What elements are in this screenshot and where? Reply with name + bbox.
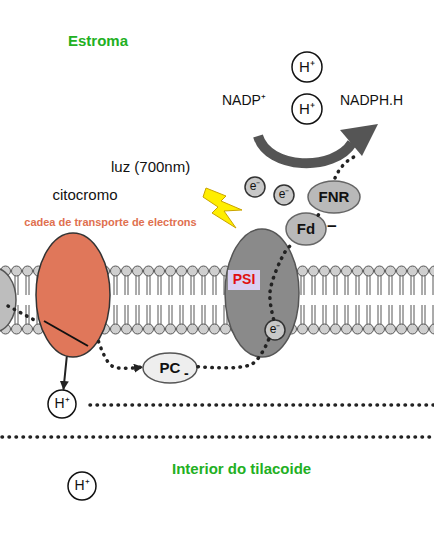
electron-circle: e⁻ (244, 176, 266, 198)
electron-circle: e⁻ (273, 184, 295, 206)
proton-circle: H⁺ (67, 471, 97, 501)
fnr-enzyme: FNR (307, 180, 361, 214)
partial-complex (0, 268, 16, 332)
electron-flow-connector (318, 212, 321, 215)
node-title: H⁺ (67, 471, 97, 501)
node-ellipse (68, 472, 96, 500)
node-ellipse (308, 181, 360, 213)
node-subtitle: cadea de transporte de electrons (3, 216, 218, 229)
node-outline (224, 228, 300, 358)
electron-flow-connector (99, 342, 142, 369)
lumen-label: Interior do tilacoide (172, 461, 311, 478)
node-title: H⁺ (291, 93, 323, 125)
electron-flow-connector (270, 243, 294, 319)
node-ellipse (274, 185, 294, 205)
cytochrome-internal-line (44, 321, 88, 346)
node-ellipse (286, 213, 326, 245)
node-title: H⁺ (291, 51, 323, 83)
plastocyanin: PC (142, 352, 198, 384)
lightning-bolt (203, 188, 242, 228)
photosystem-one: PSI e⁻ (224, 228, 300, 358)
ferredoxin: Fd (285, 212, 327, 246)
electron-dotted-line (335, 156, 356, 178)
reduction-arrow-arc (258, 136, 352, 163)
node-title: PSI (228, 270, 260, 290)
node-ellipse (292, 52, 322, 82)
cytochrome-complex: citocromocadea de transporte de electron… (35, 232, 111, 358)
reactant-label: NADP⁺ (222, 93, 266, 108)
node-title: e⁻ (273, 184, 295, 206)
electron-flow-connector (198, 339, 269, 368)
node-ellipse (36, 233, 110, 357)
electron-dotted-line (8, 306, 38, 322)
edge-group (64, 212, 321, 389)
node-ellipse (245, 177, 265, 197)
node-ellipse (143, 353, 197, 383)
proton-circle: H⁺ (291, 51, 323, 83)
charge-sign: − (327, 218, 337, 237)
product-label: NADPH.H (340, 93, 403, 108)
node-title: e⁻ (264, 319, 286, 341)
node-title: H⁺ (47, 389, 77, 419)
node-title: FNR (307, 180, 361, 214)
electron-circle: e⁻ (264, 319, 286, 341)
stroma-label: Estroma (68, 33, 128, 50)
node-ellipse (225, 229, 299, 357)
charge-sign: - (184, 366, 189, 381)
node-title: e⁻ (244, 176, 266, 198)
proton-flow-arrow (64, 357, 67, 389)
node-ellipse (292, 94, 322, 124)
proton-dotted-line (90, 403, 434, 407)
node-title: Fd (285, 212, 327, 246)
node-ellipse (265, 320, 285, 340)
light-label: luz (700nm) (111, 159, 190, 176)
lumen-boundary-line (2, 435, 434, 439)
node-title: citocromo (35, 186, 135, 204)
proton-circle: H⁺ (291, 93, 323, 125)
node-title: PC (142, 352, 198, 384)
node-outline (35, 232, 111, 358)
proton-circle: H⁺ (47, 389, 77, 419)
reduction-arrow-head (340, 124, 378, 156)
node-ellipse (48, 390, 76, 418)
